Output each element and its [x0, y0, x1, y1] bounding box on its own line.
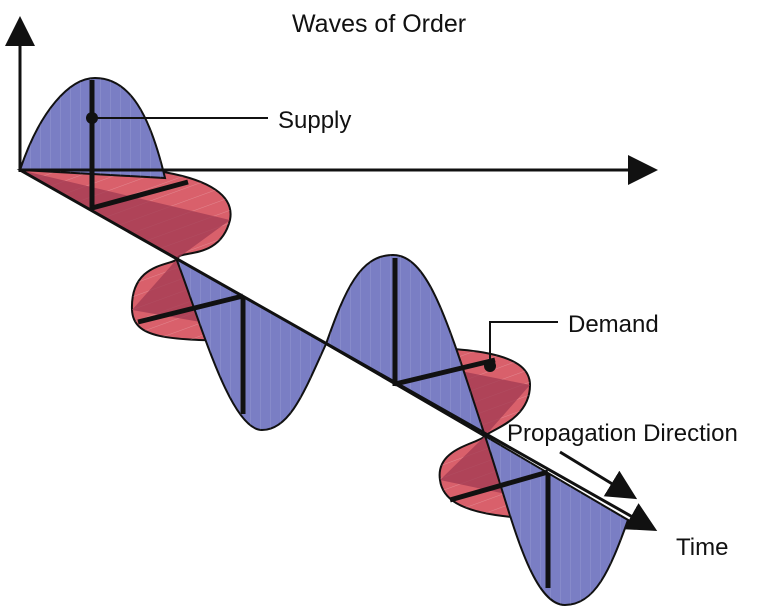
- demand-label: Demand: [568, 311, 659, 338]
- propagation-direction-label: Propagation Direction: [507, 420, 738, 447]
- supply-label: Supply: [278, 107, 352, 134]
- propagation-arrow: [559, 450, 638, 500]
- diagram-title: Waves of Order: [292, 10, 467, 38]
- demand-amplitude-lines: [91, 179, 549, 503]
- supply-callout: [86, 112, 268, 124]
- demand-callout: [484, 321, 558, 372]
- time-axis-label: Time: [676, 534, 729, 561]
- time-axis: [19, 168, 658, 531]
- supply-amplitude-lines: [89, 80, 551, 588]
